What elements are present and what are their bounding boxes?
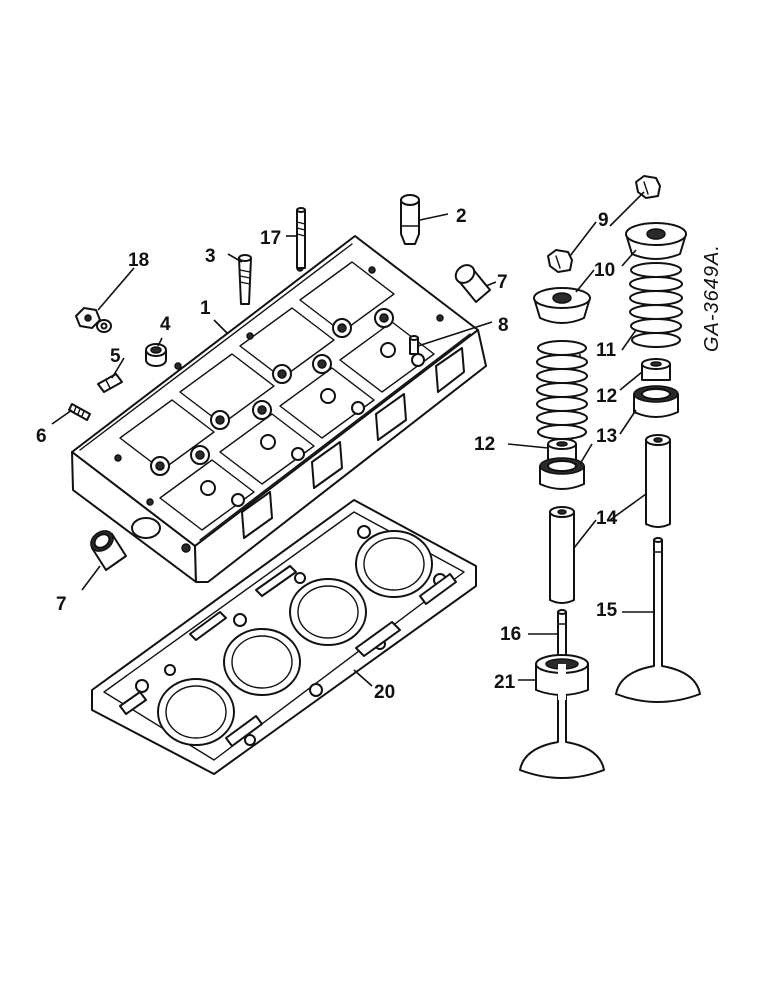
callout-16: 16 <box>500 624 521 645</box>
callout-12-left: 12 <box>474 434 495 455</box>
spring-retainer <box>625 222 687 260</box>
long-stud <box>296 207 306 269</box>
valve-keeper <box>547 249 573 273</box>
callout-3: 3 <box>205 246 216 267</box>
small-stud <box>68 403 91 421</box>
callout-20: 20 <box>374 682 395 703</box>
callout-6: 6 <box>36 426 47 447</box>
valve-spring <box>629 262 683 348</box>
callout-7-upper: 7 <box>497 272 508 293</box>
callout-9: 9 <box>598 210 609 231</box>
callout-15: 15 <box>596 600 618 621</box>
callout-21: 21 <box>494 672 516 693</box>
valve-rotator <box>633 385 679 418</box>
valve-stem-seal <box>641 358 671 381</box>
nut-washer <box>75 307 112 333</box>
callout-5: 5 <box>110 346 121 367</box>
valve-guide <box>549 506 575 604</box>
callout-17: 17 <box>260 228 281 249</box>
dowel-pin <box>97 373 123 393</box>
expansion-plug <box>90 530 127 571</box>
callout-12-right: 12 <box>596 386 617 407</box>
sleeve <box>145 343 167 367</box>
injector-sleeve <box>400 194 420 245</box>
callout-2: 2 <box>456 206 467 227</box>
callout-13: 13 <box>596 426 617 447</box>
valve-guide <box>645 434 671 528</box>
callout-4: 4 <box>160 314 171 335</box>
drawing-code: GA-3649A. <box>701 244 723 352</box>
cylinder-head <box>71 235 487 583</box>
callout-labels: 1 2 3 4 5 6 7 7 8 9 10 11 12 12 13 14 15… <box>36 206 618 703</box>
valve-seat-insert <box>535 654 589 700</box>
leader-lines <box>51 191 654 687</box>
valve-keeper <box>635 175 661 199</box>
exhaust-valve <box>615 537 701 703</box>
stud <box>238 254 252 305</box>
callout-14: 14 <box>596 508 618 529</box>
spring-retainer <box>533 287 591 324</box>
callout-11: 11 <box>596 340 617 361</box>
callout-8: 8 <box>498 315 509 336</box>
valve-spring <box>536 340 588 440</box>
locating-dowel <box>409 335 419 355</box>
valve-rotator <box>539 457 585 490</box>
expansion-plug <box>454 264 491 303</box>
callout-10: 10 <box>594 260 615 281</box>
cylinder-head-gasket <box>91 499 477 775</box>
callout-1: 1 <box>200 298 211 319</box>
callout-7-lower: 7 <box>56 594 67 615</box>
callout-18: 18 <box>128 250 149 271</box>
valve-stem-seal <box>547 438 577 461</box>
